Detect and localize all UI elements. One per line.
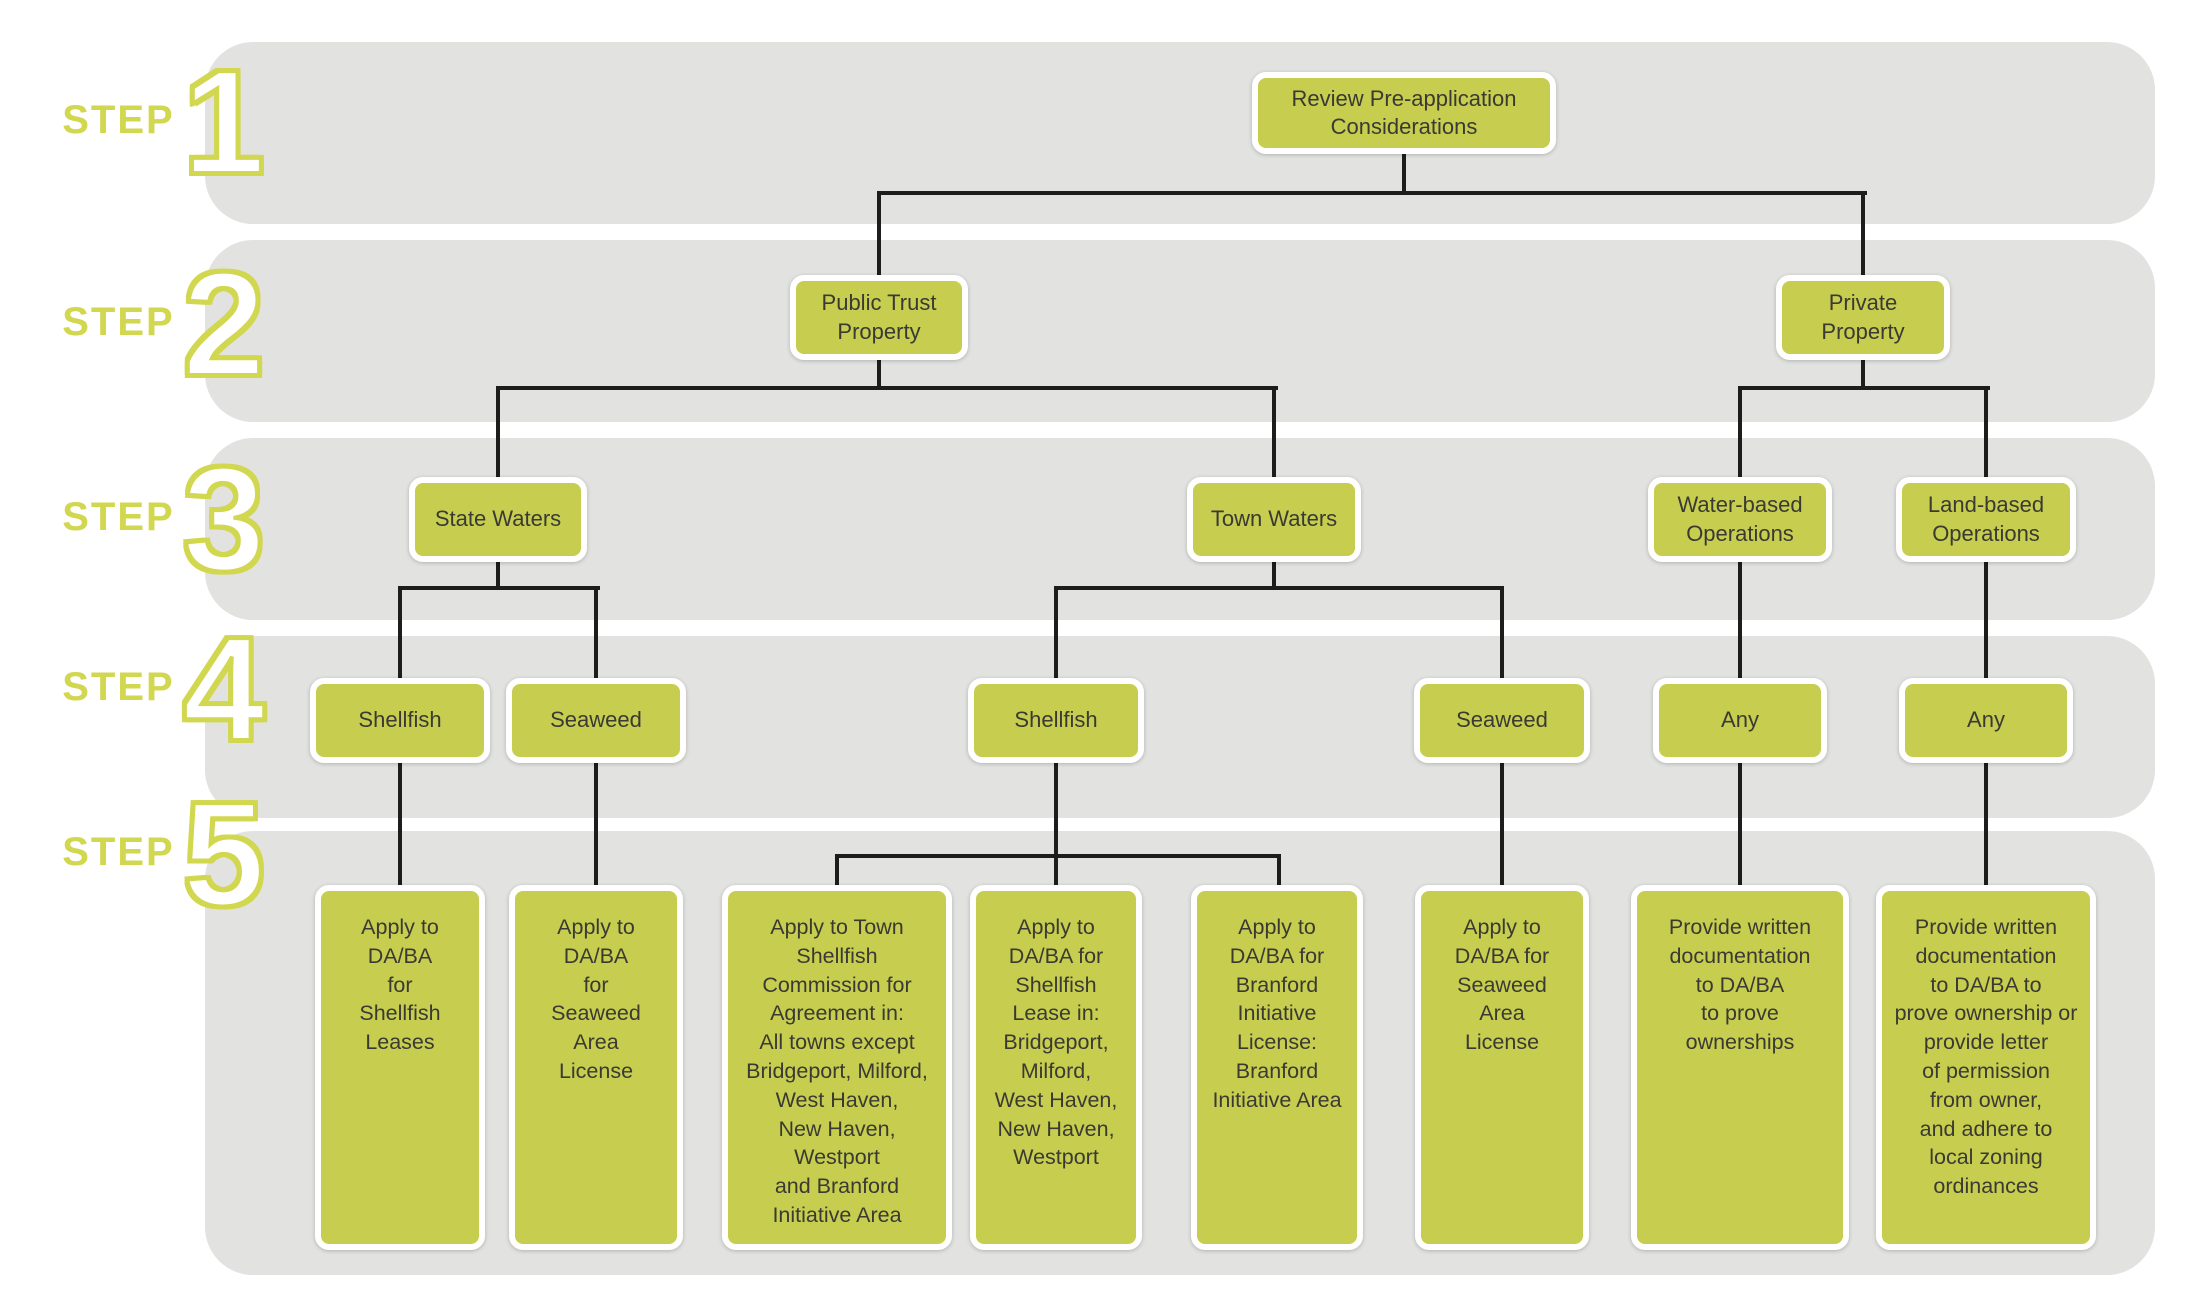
node-apply-town-shellfish-commission: Apply to Town Shellfish Commission for A…	[722, 885, 952, 1250]
connector-line	[1277, 854, 1281, 885]
step-number: 4	[181, 607, 267, 772]
node-private-property: Private Property	[1776, 275, 1950, 360]
connector-line	[877, 191, 1867, 195]
node-seaweed-town: Seaweed	[1414, 678, 1590, 763]
connector-line	[398, 763, 402, 885]
connector-line	[1738, 386, 1742, 479]
node-any-water: Any	[1653, 678, 1827, 763]
step-number: 2	[181, 242, 267, 407]
connector-line	[1402, 154, 1406, 195]
connector-line	[1054, 586, 1058, 678]
node-any-land: Any	[1899, 678, 2073, 763]
node-shellfish-town: Shellfish	[968, 678, 1144, 763]
step-number: 5	[181, 772, 267, 937]
step-number: 3	[181, 437, 267, 602]
node-apply-daba-shellfish-lease: Apply to DA/BA for Shellfish Lease in: B…	[970, 885, 1142, 1250]
connector-line	[1861, 191, 1865, 277]
node-state-waters: State Waters	[409, 477, 587, 562]
node-land-based-operations: Land-based Operations	[1896, 477, 2076, 562]
connector-line	[1272, 386, 1276, 479]
connector-line	[1738, 763, 1742, 885]
connector-line	[1272, 562, 1276, 590]
node-provide-docs-ownership-or-permission: Provide written documentation to DA/BA t…	[1876, 885, 2096, 1250]
connector-line	[835, 854, 1281, 858]
step-number: 1	[181, 40, 267, 205]
step-word: STEP	[62, 830, 175, 874]
connector-line	[1984, 562, 1988, 678]
connector-line	[1054, 854, 1058, 885]
step-word: STEP	[62, 300, 175, 344]
connector-line	[1054, 586, 1504, 590]
node-apply-shellfish-leases: Apply to DA/BA for Shellfish Leases	[315, 885, 485, 1250]
connector-line	[1738, 562, 1742, 678]
connector-line	[1500, 763, 1504, 885]
connector-line	[594, 586, 598, 678]
connector-line	[496, 562, 500, 590]
connector-line	[877, 191, 881, 277]
connector-line	[496, 386, 1278, 390]
node-review-pre-application: Review Pre-application Considerations	[1252, 72, 1556, 154]
connector-line	[398, 586, 600, 590]
node-seaweed-state: Seaweed	[506, 678, 686, 763]
connector-line	[835, 854, 839, 885]
node-water-based-operations: Water-based Operations	[1648, 477, 1832, 562]
node-apply-branford-initiative-license: Apply to DA/BA for Branford Initiative L…	[1191, 885, 1363, 1250]
step-band-5	[205, 831, 2155, 1275]
connector-line	[877, 360, 881, 390]
connector-line	[1500, 586, 1504, 678]
node-apply-seaweed-area-license-town: Apply to DA/BA for Seaweed Area License	[1415, 885, 1589, 1250]
connector-line	[1861, 360, 1865, 390]
connector-line	[1738, 386, 1990, 390]
node-public-trust-property: Public Trust Property	[790, 275, 968, 360]
node-apply-seaweed-area-license-state: Apply to DA/BA for Seaweed Area License	[509, 885, 683, 1250]
connector-line	[1054, 763, 1058, 858]
connector-line	[1984, 386, 1988, 479]
node-town-waters: Town Waters	[1187, 477, 1361, 562]
connector-line	[594, 763, 598, 885]
step-word: STEP	[62, 665, 175, 709]
node-provide-docs-prove-ownership: Provide written documentation to DA/BA t…	[1631, 885, 1849, 1250]
connector-line	[398, 586, 402, 678]
step-word: STEP	[62, 495, 175, 539]
node-shellfish-state: Shellfish	[310, 678, 490, 763]
connector-line	[1984, 763, 1988, 885]
step-band-4	[205, 636, 2155, 818]
connector-line	[496, 386, 500, 479]
step-word: STEP	[62, 98, 175, 142]
